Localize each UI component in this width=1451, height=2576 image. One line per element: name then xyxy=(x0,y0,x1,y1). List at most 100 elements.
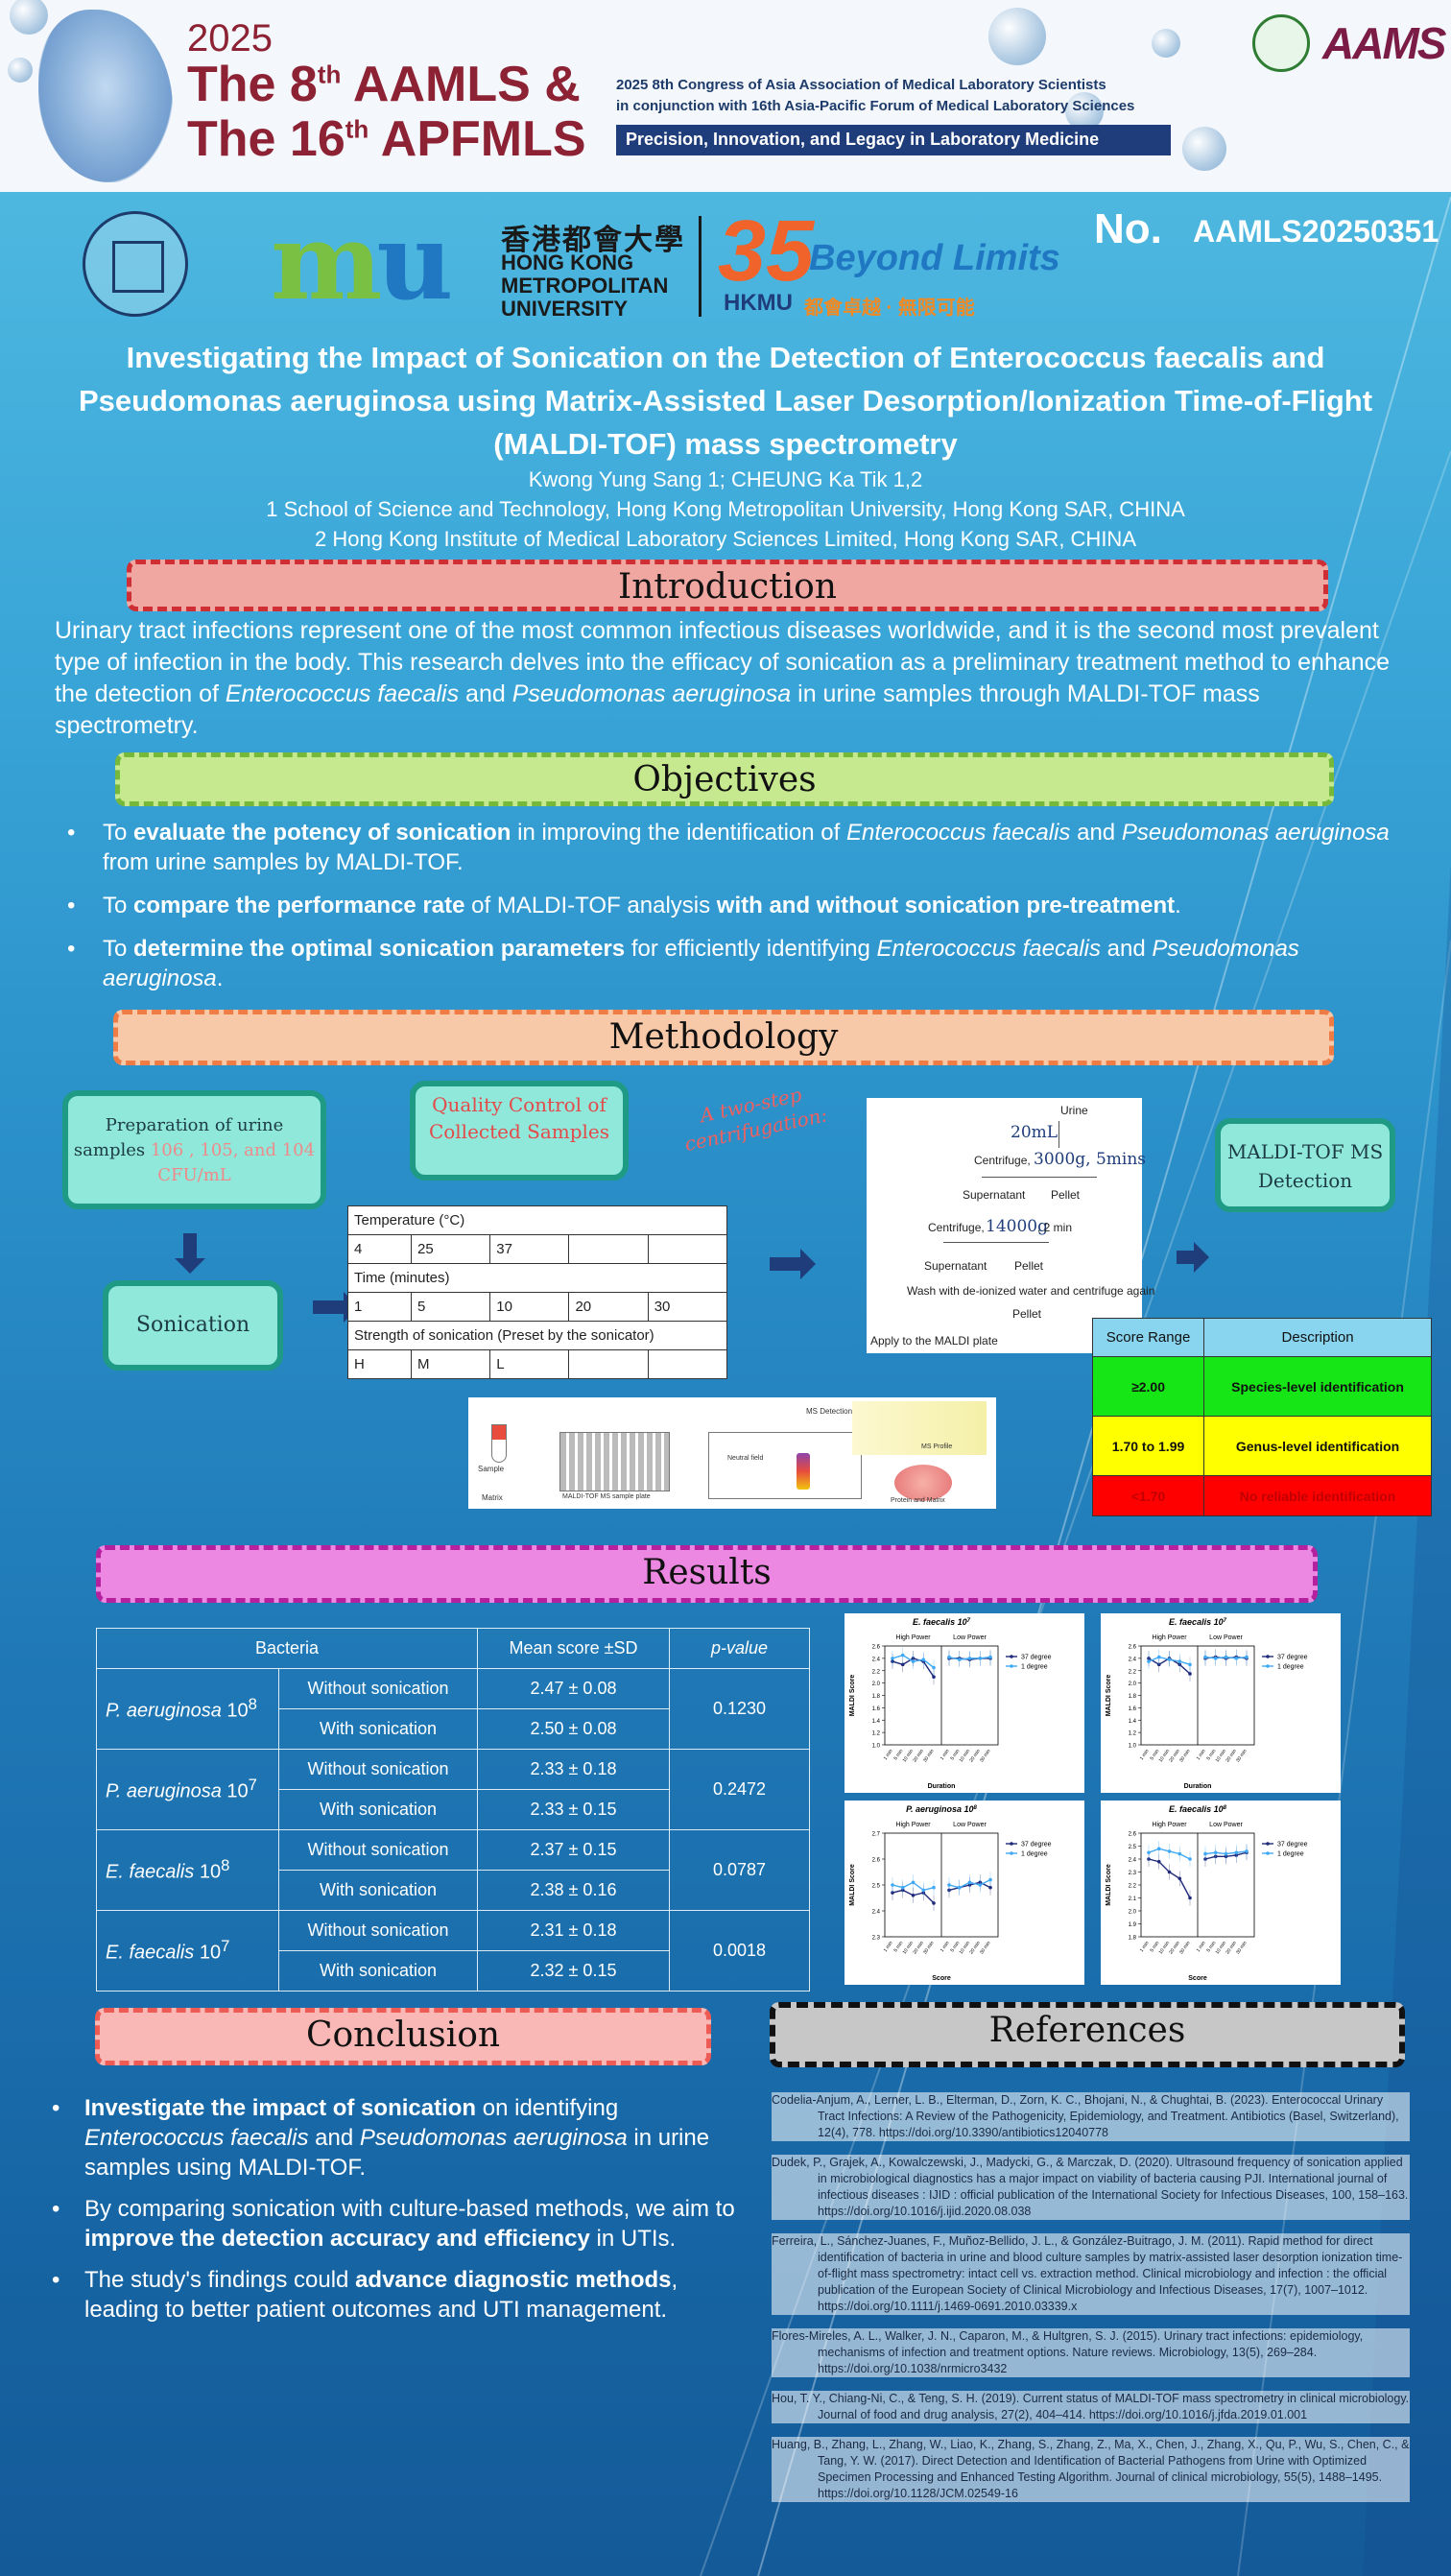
y-axis-label: MALDI Score xyxy=(849,1864,856,1906)
data-point xyxy=(1177,1659,1182,1663)
table-row: E. faecalis 108 Without sonication 2.37 … xyxy=(96,1829,810,1911)
label-supernatant-2: Supernatant xyxy=(924,1259,987,1273)
data-point xyxy=(1224,1851,1228,1856)
y-tick-label: 2.6 xyxy=(872,1858,881,1864)
x-axis-label: Score xyxy=(932,1975,951,1982)
legend-marker xyxy=(1266,1842,1270,1846)
university-name-english: HONG KONG METROPOLITAN UNIVERSITY xyxy=(501,250,669,321)
ms-profile-graphic xyxy=(852,1401,987,1455)
conference-name-line2: The 16th APFMLS xyxy=(187,111,586,167)
results-score-table: Bacteria Mean score ±SD p-value P. aerug… xyxy=(96,1628,810,1992)
legend-label: 1 degree xyxy=(1277,1851,1304,1858)
reference-item: Flores-Mireles, A. L., Walker, J. N., Ca… xyxy=(772,2328,1410,2377)
legend-marker xyxy=(1010,1655,1013,1658)
data-point xyxy=(891,1883,894,1887)
legend-label: 37 degree xyxy=(1277,1842,1308,1849)
data-point xyxy=(932,1665,936,1670)
section-header-introduction: Introduction xyxy=(127,560,1328,611)
data-point xyxy=(1203,1851,1207,1856)
results-header-pvalue: p-value xyxy=(669,1628,810,1669)
legend-label: 37 degree xyxy=(1277,1655,1308,1661)
data-point xyxy=(911,1894,916,1897)
y-tick-label: 1.4 xyxy=(872,1719,881,1725)
y-tick-label: 1.8 xyxy=(872,1694,881,1700)
anniversary-number: 35 xyxy=(718,203,815,299)
chart-title-exponent: 8 xyxy=(974,1805,978,1811)
university-name-chinese: 香港都會大學 xyxy=(501,225,685,256)
panel-label: Low Power xyxy=(953,1822,987,1828)
x-tick-label: 30 min xyxy=(1235,1749,1249,1764)
section-header-results: Results xyxy=(96,1545,1318,1603)
y-tick-label: 2.2 xyxy=(1129,1884,1137,1890)
x-axis-label: Duration xyxy=(928,1783,956,1790)
data-point xyxy=(1188,1857,1192,1861)
bacteria-cell: P. aeruginosa 108 xyxy=(96,1668,279,1750)
data-point xyxy=(1156,1847,1161,1850)
chart-title-exponent: 8 xyxy=(1224,1805,1227,1811)
objective-item: To compare the performance rate of MALDI… xyxy=(56,891,1399,920)
y-tick-label: 1.9 xyxy=(1129,1922,1137,1928)
y-tick-label: 1.4 xyxy=(1129,1719,1137,1725)
data-point xyxy=(1224,1655,1228,1659)
sample-tube-icon xyxy=(491,1424,507,1463)
label-centrifuge-2-speed: 14000g xyxy=(986,1217,1048,1236)
taiwan-map-graphic xyxy=(38,10,173,182)
results-header-bacteria: Bacteria xyxy=(96,1628,478,1669)
y-axis-label: MALDI Score xyxy=(1106,1675,1112,1717)
x-tick-label: 1 min xyxy=(1139,1749,1151,1762)
references-list: Codelia-Anjum, A., Lerner, L. B., Elterm… xyxy=(772,2092,1410,2516)
pvalue-cell: 0.2472 xyxy=(669,1749,810,1830)
label-ms-detection: MS Detection xyxy=(806,1407,853,1416)
param-header-strength: Strength of sonication (Preset by the so… xyxy=(347,1321,727,1350)
x-axis-label: Score xyxy=(1188,1975,1207,1982)
legend-marker xyxy=(1266,1851,1270,1855)
x-tick-label: 30 min xyxy=(1178,1941,1192,1956)
objective-item: To determine the optimal sonication para… xyxy=(56,934,1399,993)
conference-description-line2: in conjunction with 16th Asia-Pacific Fo… xyxy=(616,98,1135,114)
label-centrifuge-2: Centrifuge, xyxy=(928,1221,985,1234)
poster-title: Investigating the Impact of Sonication o… xyxy=(78,341,1373,461)
data-point xyxy=(1156,1655,1161,1659)
data-point xyxy=(1245,1655,1249,1659)
pvalue-cell: 0.1230 xyxy=(669,1668,810,1750)
legend-marker xyxy=(1266,1655,1270,1658)
data-point xyxy=(1234,1850,1239,1855)
section-header-conclusion: Conclusion xyxy=(95,2008,711,2065)
chart-title: E. faecalis 107 xyxy=(1169,1617,1227,1627)
label-volume: 20mL xyxy=(1011,1123,1059,1142)
data-point xyxy=(932,1675,936,1679)
y-tick-label: 1.8 xyxy=(1129,1936,1137,1942)
data-point xyxy=(1167,1849,1172,1853)
y-tick-label: 2.6 xyxy=(1129,1832,1137,1838)
label-matrix: Matrix xyxy=(482,1493,503,1502)
y-tick-label: 2.4 xyxy=(1129,1858,1137,1864)
data-point xyxy=(1213,1657,1218,1660)
data-point xyxy=(911,1880,916,1885)
data-point xyxy=(1156,1859,1161,1864)
reference-item: Codelia-Anjum, A., Lerner, L. B., Elterm… xyxy=(772,2092,1410,2141)
reference-item: Hou, T. Y., Chiang-Ni, C., & Teng, S. H.… xyxy=(772,2391,1410,2423)
objectives-list: To evaluate the potency of sonication in… xyxy=(56,818,1399,1007)
x-tick-label: 1 min xyxy=(883,1749,894,1762)
label-centrifuge-2-time: , 2 min xyxy=(1037,1221,1073,1234)
poster-number-label: No. xyxy=(1094,205,1162,252)
legend-label: 1 degree xyxy=(1021,1664,1048,1671)
bacteria-cell: E. faecalis 108 xyxy=(96,1829,279,1911)
legend-marker xyxy=(1010,1851,1013,1855)
y-tick-label: 2.4 xyxy=(872,1910,881,1916)
label-pellet-1: Pellet xyxy=(1051,1188,1081,1202)
section-header-objectives: Objectives xyxy=(115,752,1334,806)
y-tick-label: 1.2 xyxy=(872,1731,881,1737)
table-row: With sonication 2.33 ± 0.15 xyxy=(97,1789,810,1830)
panel-label: High Power xyxy=(1152,1634,1187,1641)
y-axis-label: MALDI Score xyxy=(849,1675,856,1717)
